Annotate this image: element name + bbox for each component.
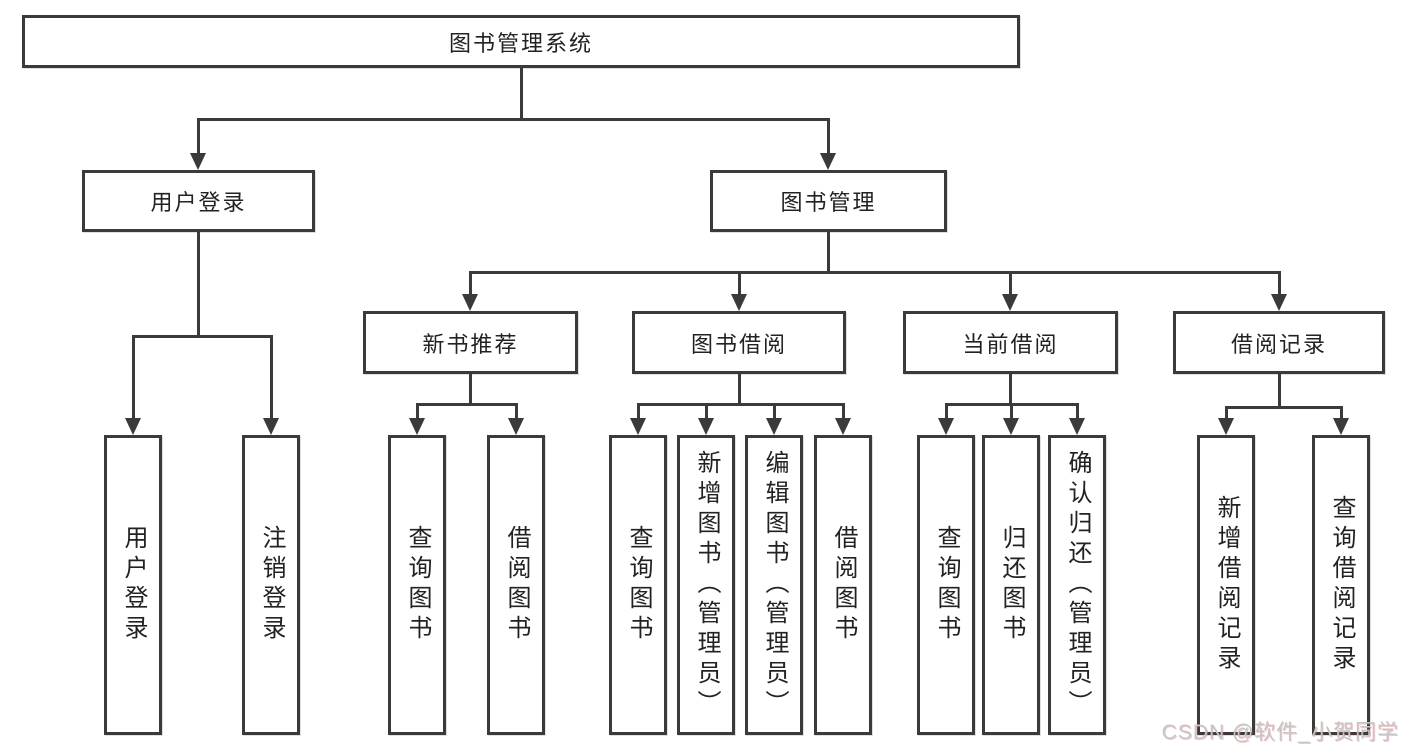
arrow-head xyxy=(820,153,836,170)
arrow-stem xyxy=(469,271,472,296)
connector-line xyxy=(1225,406,1342,409)
arrow-head xyxy=(125,418,141,435)
node-label: 确认归还（管理员） xyxy=(1064,450,1091,720)
arrow-stem xyxy=(416,403,419,419)
connector-line xyxy=(469,374,472,406)
connector-line xyxy=(132,335,272,338)
node-label: 当前借阅 xyxy=(962,331,1059,357)
arrow-stem xyxy=(773,403,776,419)
arrow-stem xyxy=(738,271,741,296)
leaf-edit-books-admin: 编辑图书（管理员） xyxy=(745,435,803,735)
leaf-return-books: 归还图书 xyxy=(982,435,1040,735)
connector-line xyxy=(738,374,741,406)
node-label: 用户登录 xyxy=(120,525,147,645)
arrow-stem xyxy=(1340,406,1343,419)
connector-line xyxy=(469,271,1280,274)
connector-line xyxy=(827,232,830,274)
connector-line xyxy=(520,68,523,121)
arrow-stem xyxy=(1076,403,1079,419)
node-label: 查询图书 xyxy=(625,525,652,645)
arrow-head xyxy=(508,418,524,435)
node-borrowing-records: 借阅记录 xyxy=(1173,311,1385,374)
arrow-head xyxy=(731,294,747,311)
node-label: 查询图书 xyxy=(933,525,960,645)
connector-line xyxy=(197,232,200,338)
arrow-stem xyxy=(705,403,708,419)
node-label: 图书管理系统 xyxy=(448,30,593,56)
arrow-stem xyxy=(1225,406,1228,419)
node-current-borrowing: 当前借阅 xyxy=(903,311,1118,374)
arrow-head xyxy=(263,418,279,435)
arrow-stem xyxy=(197,118,200,155)
arrow-head xyxy=(462,294,478,311)
csdn-watermark: CSDN @软件_小贺同学 xyxy=(1161,721,1399,744)
arrow-stem xyxy=(1009,271,1012,296)
arrow-stem xyxy=(515,403,518,419)
node-label: 新增图书（管理员） xyxy=(693,450,720,720)
arrow-stem xyxy=(637,403,640,419)
leaf-user-login: 用户登录 xyxy=(104,435,162,735)
node-label: 图书借阅 xyxy=(690,331,787,357)
arrow-head xyxy=(190,153,206,170)
node-label: 图书管理 xyxy=(780,190,877,215)
connector-line xyxy=(1278,374,1281,409)
arrow-head xyxy=(1003,418,1019,435)
connector-line xyxy=(637,403,844,406)
node-label: 借阅图书 xyxy=(830,525,857,645)
node-label: 注销登录 xyxy=(258,525,285,645)
arrow-head xyxy=(1218,418,1234,435)
arrow-stem xyxy=(270,335,273,419)
node-label: 新增借阅记录 xyxy=(1213,495,1240,675)
node-label: 借阅图书 xyxy=(503,525,530,645)
arrow-head xyxy=(938,418,954,435)
leaf-query-books-current: 查询图书 xyxy=(917,435,975,735)
node-book-management: 图书管理 xyxy=(710,170,947,232)
arrow-stem xyxy=(842,403,845,419)
arrow-stem xyxy=(1278,271,1281,296)
node-label: 归还图书 xyxy=(998,525,1025,645)
node-label: 编辑图书（管理员） xyxy=(761,450,788,720)
leaf-query-borrow-record: 查询借阅记录 xyxy=(1312,435,1370,735)
leaf-query-books-recommend: 查询图书 xyxy=(388,435,446,735)
leaf-add-books-admin: 新增图书（管理员） xyxy=(677,435,735,735)
arrow-stem xyxy=(132,335,135,419)
arrow-head xyxy=(1002,294,1018,311)
arrow-head xyxy=(630,418,646,435)
connector-line xyxy=(416,403,517,406)
node-label: 用户登录 xyxy=(150,190,247,215)
arrow-stem xyxy=(1010,403,1013,419)
arrow-head xyxy=(1271,294,1287,311)
node-label: 新书推荐 xyxy=(422,331,519,357)
arrow-head xyxy=(409,418,425,435)
arrow-head xyxy=(698,418,714,435)
arrow-stem xyxy=(945,403,948,419)
arrow-head xyxy=(1333,418,1349,435)
node-library-management-system: 图书管理系统 xyxy=(22,15,1020,68)
arrow-stem xyxy=(827,118,830,155)
node-label: 借阅记录 xyxy=(1230,331,1327,357)
leaf-query-books-borrowing: 查询图书 xyxy=(609,435,667,735)
leaf-borrow-books-recommend: 借阅图书 xyxy=(487,435,545,735)
arrow-head xyxy=(1069,418,1085,435)
arrow-head xyxy=(766,418,782,435)
leaf-confirm-return-admin: 确认归还（管理员） xyxy=(1048,435,1106,735)
connector-line xyxy=(197,118,829,121)
arrow-head xyxy=(835,418,851,435)
node-label: 查询借阅记录 xyxy=(1328,495,1355,675)
node-book-borrowing: 图书借阅 xyxy=(632,311,846,374)
node-label: 查询图书 xyxy=(404,525,431,645)
node-new-book-recommendation: 新书推荐 xyxy=(363,311,578,374)
leaf-borrow-books: 借阅图书 xyxy=(814,435,872,735)
leaf-logout: 注销登录 xyxy=(242,435,300,735)
leaf-add-borrow-record: 新增借阅记录 xyxy=(1197,435,1255,735)
connector-line xyxy=(1009,374,1012,406)
node-user-login: 用户登录 xyxy=(82,170,315,232)
